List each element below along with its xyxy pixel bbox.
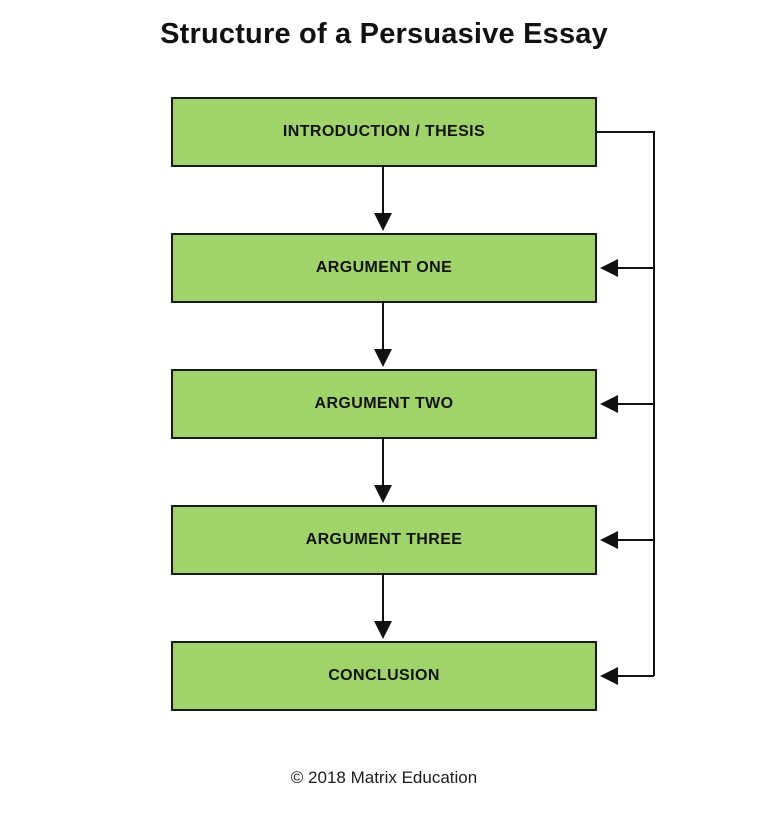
flow-box-argument-two: ARGUMENT TWO xyxy=(171,369,597,439)
flow-box-label: CONCLUSION xyxy=(328,667,440,684)
flow-box-label: INTRODUCTION / THESIS xyxy=(282,123,486,140)
copyright-text: © 2018 Matrix Education xyxy=(290,768,478,787)
flow-box-introduction-thesis: INTRODUCTION / THESIS xyxy=(171,97,597,167)
feedback-line-spine xyxy=(597,131,655,676)
flow-box-label: ARGUMENT ONE xyxy=(315,259,453,276)
flow-box-conclusion: CONCLUSION xyxy=(171,641,597,711)
flow-box-argument-one: ARGUMENT ONE xyxy=(171,233,597,303)
flow-box-label: ARGUMENT THREE xyxy=(305,531,463,548)
flow-box-label: ARGUMENT TWO xyxy=(314,395,454,412)
flow-box-argument-three: ARGUMENT THREE xyxy=(171,505,597,575)
page-title: Structure of a Persuasive Essay xyxy=(160,18,608,50)
